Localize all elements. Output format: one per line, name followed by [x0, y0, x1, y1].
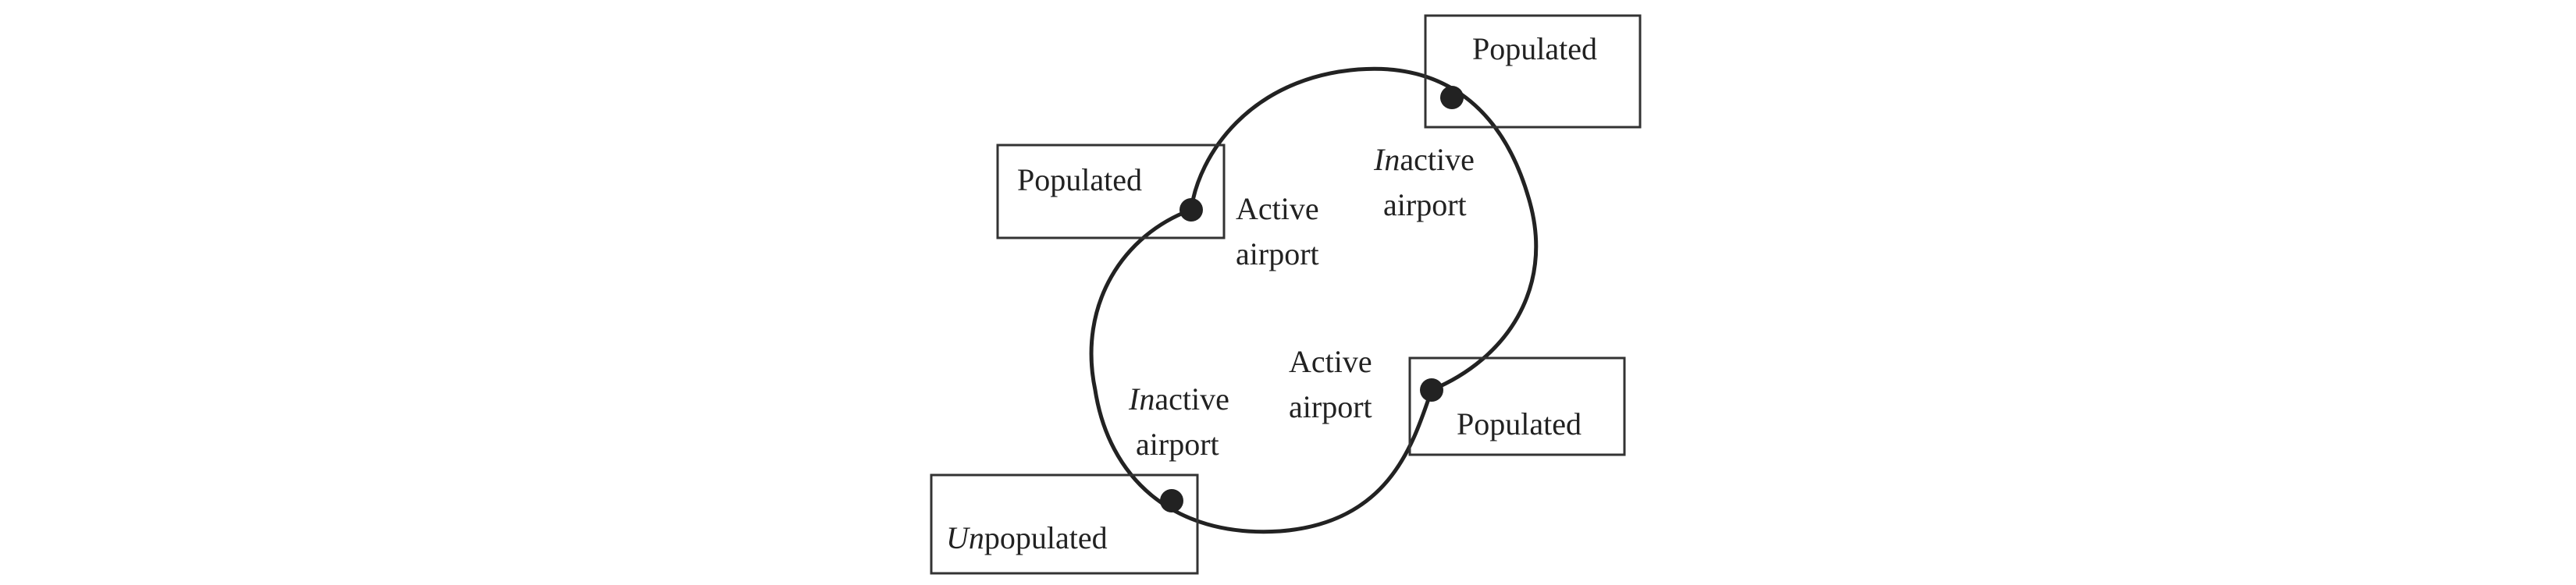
lower-active-label: Active airport [1289, 344, 1380, 424]
upper-inactive-line2: airport [1383, 187, 1467, 222]
box-left [996, 144, 1226, 239]
upper-inactive-rest: active [1400, 142, 1475, 177]
junction-dot-left [1179, 198, 1203, 222]
box-bottom-left-label: Unpopulated [946, 520, 1108, 555]
box-bottom-left-italic: Un [946, 520, 984, 555]
upper-inactive-italic: In [1373, 142, 1400, 177]
box-bottom-right [1408, 356, 1626, 456]
junction-dot-bottom-left [1160, 489, 1183, 512]
upper-active-line1: Active [1236, 191, 1319, 226]
lower-inactive-italic: In [1128, 381, 1155, 417]
junction-dot-top-right [1440, 86, 1464, 109]
lower-inactive-rest: active [1155, 381, 1229, 417]
upper-active-line2: airport [1236, 236, 1319, 271]
box-bottom-left [930, 473, 1199, 575]
lower-inactive-line2: airport [1136, 427, 1219, 462]
junction-dot-bottom-right [1420, 378, 1443, 402]
lower-active-line2: airport [1289, 389, 1372, 424]
box-top-right-label: Populated [1472, 31, 1597, 66]
upper-loop-curve [1189, 66, 1539, 392]
lower-active-line1: Active [1289, 344, 1372, 379]
lower-inactive-label: Inactive airport [1128, 381, 1237, 462]
box-bottom-right-label: Populated [1457, 406, 1582, 441]
box-top-right [1424, 14, 1642, 129]
lower-inactive-line1: Inactive [1128, 381, 1229, 417]
box-left-label: Populated [1017, 162, 1142, 197]
upper-inactive-line1: Inactive [1373, 142, 1475, 177]
upper-inactive-label: Inactive airport [1373, 142, 1482, 222]
box-bottom-left-rest: populated [984, 520, 1108, 555]
upper-active-label: Active airport [1236, 191, 1327, 271]
lower-loop-curve [1089, 207, 1434, 534]
